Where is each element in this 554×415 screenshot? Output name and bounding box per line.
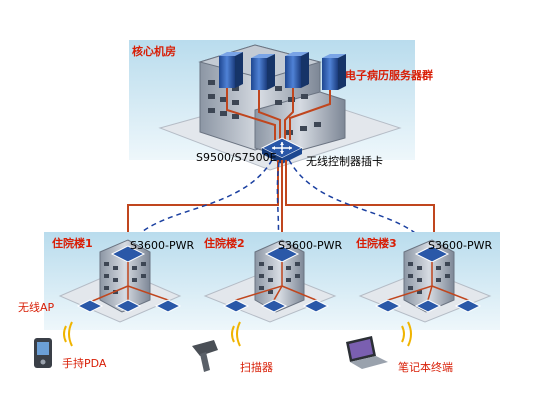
laptop-icon: [346, 336, 388, 369]
building-1-switch-label: S3600-PWR: [130, 239, 195, 252]
server-group-label: 电子病历服务器群: [345, 69, 433, 82]
building-1-label: 住院楼1: [52, 237, 93, 250]
building-3-switch-label: S3600-PWR: [428, 239, 493, 252]
server-rack-group: [219, 52, 346, 90]
scanner-label: 扫描器: [240, 361, 273, 374]
pda-icon: [34, 338, 52, 368]
building-2-switch-label: S3600-PWR: [278, 239, 343, 252]
signal-wave-icon: [63, 321, 412, 347]
core-room-title: 核心机房: [132, 45, 176, 58]
building-3: [358, 239, 492, 323]
server-icon: [251, 54, 275, 90]
building-2: [203, 239, 337, 323]
wired-links: [127, 160, 435, 240]
server-uplinks: [226, 88, 331, 140]
pda-label: 手持PDA: [62, 357, 107, 370]
core-switch-label: S9500/S7500E: [196, 151, 277, 164]
server-icon: [285, 52, 309, 88]
building-1: [58, 239, 182, 323]
server-icon: [219, 52, 243, 88]
scanner-icon: [192, 340, 218, 372]
wireless-card-label: 无线控制器插卡: [306, 155, 383, 168]
laptop-label: 笔记本终端: [398, 361, 453, 374]
building-3-label: 住院楼3: [356, 237, 397, 250]
building-2-label: 住院楼2: [204, 237, 245, 250]
server-icon: [322, 54, 346, 90]
ap-label: 无线AP: [18, 301, 55, 314]
